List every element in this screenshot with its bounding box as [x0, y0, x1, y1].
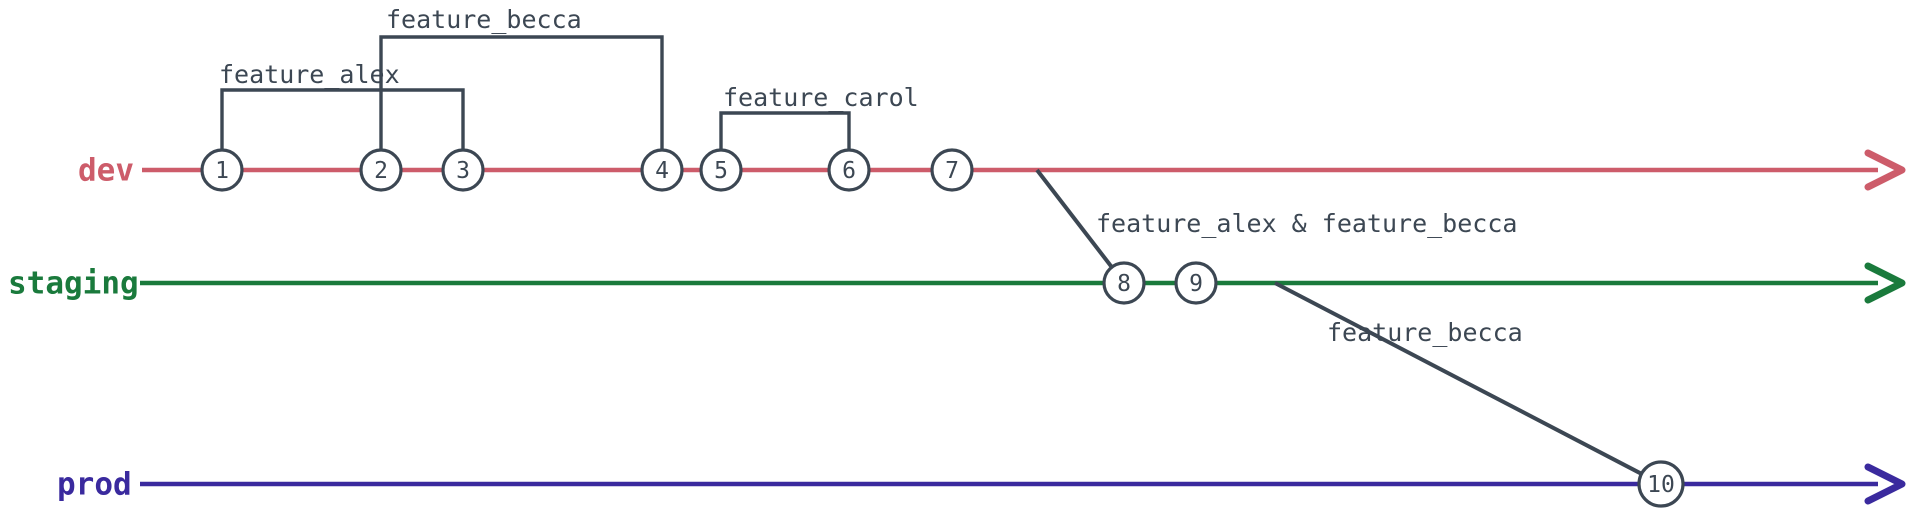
lane-dev: dev [78, 149, 1906, 191]
arrowhead-dev [1864, 149, 1906, 191]
feature-branch-feature_becca: feature_becca [379, 5, 664, 170]
commit-label-8: 8 [1117, 271, 1131, 297]
commit-node-3[interactable]: 3 [441, 148, 485, 192]
commit-node-5[interactable]: 5 [699, 148, 743, 192]
commit-label-9: 9 [1189, 271, 1203, 297]
commit-label-3: 3 [456, 158, 470, 184]
feature-bracket-carol [719, 111, 851, 170]
commit-circle-1[interactable] [200, 148, 244, 192]
feature-label-alex: feature_alex [219, 60, 400, 89]
commit-label-1: 1 [215, 158, 229, 184]
merge-line-dev-to-staging [1035, 168, 1126, 285]
commit-node-9[interactable]: 9 [1174, 261, 1218, 305]
commit-node-6[interactable]: 6 [827, 148, 871, 192]
commit-label-2: 2 [374, 158, 388, 184]
commit-node-10[interactable]: 10 [1637, 460, 1685, 508]
lane-label-dev: dev [78, 153, 134, 189]
merge-line-staging-to-prod [1274, 281, 1662, 486]
commit-circle-3[interactable] [441, 148, 485, 192]
commit-node-2[interactable]: 2 [359, 148, 403, 192]
commit-label-6: 6 [842, 158, 856, 184]
commit-circle-2[interactable] [359, 148, 403, 192]
commit-label-4: 4 [655, 158, 669, 184]
lane-label-staging: staging [8, 266, 139, 302]
commit-circle-8[interactable] [1102, 261, 1146, 305]
commit-node-8[interactable]: 8 [1102, 261, 1146, 305]
feature-bracket-alex [220, 88, 465, 170]
commit-circle-9[interactable] [1174, 261, 1218, 305]
feature-label-carol: feature_carol [723, 83, 919, 112]
merge-dev-to-staging: feature_alex & feature_becca [1035, 168, 1517, 285]
feature-bracket-becca [379, 35, 664, 170]
commit-circle-5[interactable] [699, 148, 743, 192]
arrowhead-staging [1864, 262, 1906, 304]
commit-node-1[interactable]: 1 [200, 148, 244, 192]
commit-node-7[interactable]: 7 [930, 148, 974, 192]
lane-prod: prod [57, 463, 1906, 505]
feature-branch-feature_carol: feature_carol [719, 83, 919, 170]
commit-circle-10[interactable] [1637, 460, 1685, 508]
arrowhead-prod [1864, 463, 1906, 505]
commit-label-7: 7 [945, 158, 959, 184]
lane-staging: staging [8, 262, 1906, 304]
merge-label-dev-to-staging: feature_alex & feature_becca [1096, 209, 1517, 238]
commit-circle-6[interactable] [827, 148, 871, 192]
merge-staging-to-prod: feature_becca [1274, 281, 1662, 486]
feature-label-becca: feature_becca [386, 5, 582, 34]
feature-branch-feature_alex: feature_alex [219, 60, 465, 170]
commit-node-4[interactable]: 4 [640, 148, 684, 192]
commit-label-5: 5 [714, 158, 728, 184]
lane-label-prod: prod [57, 467, 132, 503]
commit-label-10: 10 [1647, 472, 1675, 498]
commit-circle-7[interactable] [930, 148, 974, 192]
commit-circle-4[interactable] [640, 148, 684, 192]
merge-label-staging-to-prod: feature_becca [1327, 318, 1523, 347]
